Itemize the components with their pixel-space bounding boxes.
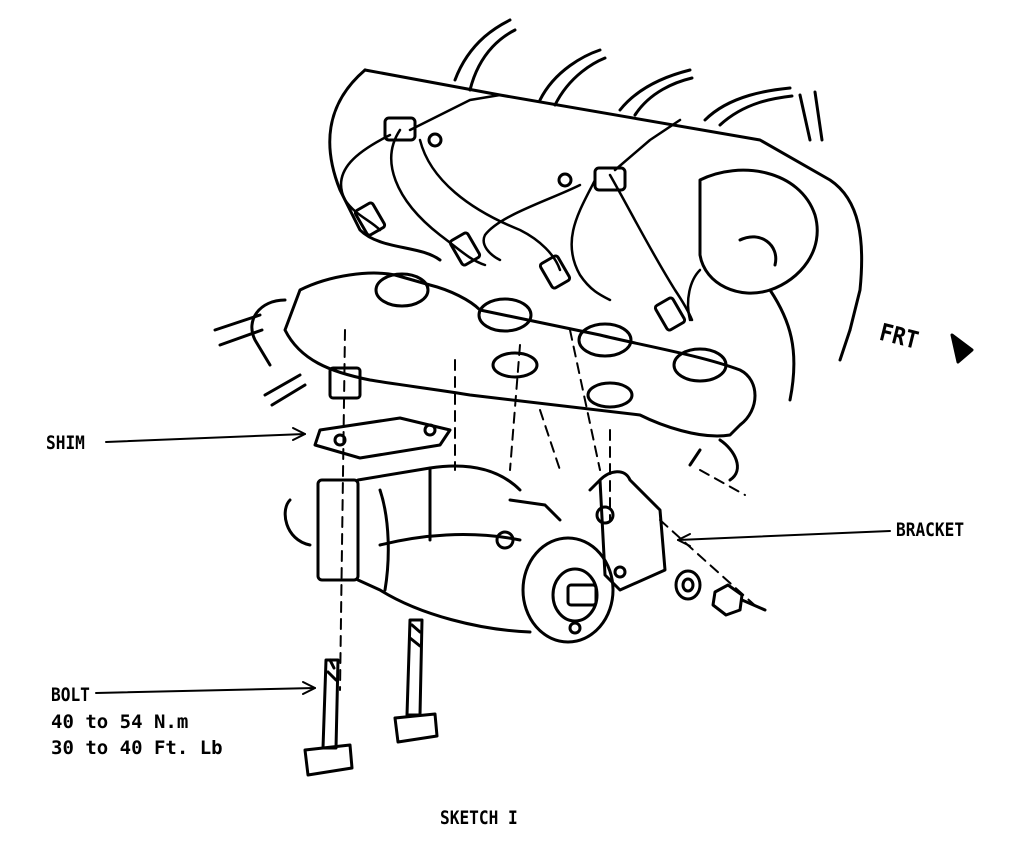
shim-plate [313,416,452,460]
exhaust-manifold [213,271,757,482]
injector-fittings [353,116,687,332]
wiring-harness [453,18,824,142]
engine-block [328,68,864,402]
bracket-label: BRACKET [896,519,965,541]
mounting-bolts [303,618,439,777]
alignment-lines [339,329,761,691]
bolt-torque-ftlb: 30 to 40 Ft. Lb [51,737,223,759]
bolt-label: BOLT [51,684,90,706]
front-arrow-icon [950,333,974,364]
injection-lines [339,93,702,322]
nut-and-washer [674,569,767,617]
bracket [588,470,667,592]
sketch-caption: SKETCH I [440,807,518,829]
starter-motor [283,464,615,644]
leader-lines [95,427,891,695]
shim-label: SHIM [46,432,85,454]
bolt-torque-nm: 40 to 54 N.m [51,711,189,733]
